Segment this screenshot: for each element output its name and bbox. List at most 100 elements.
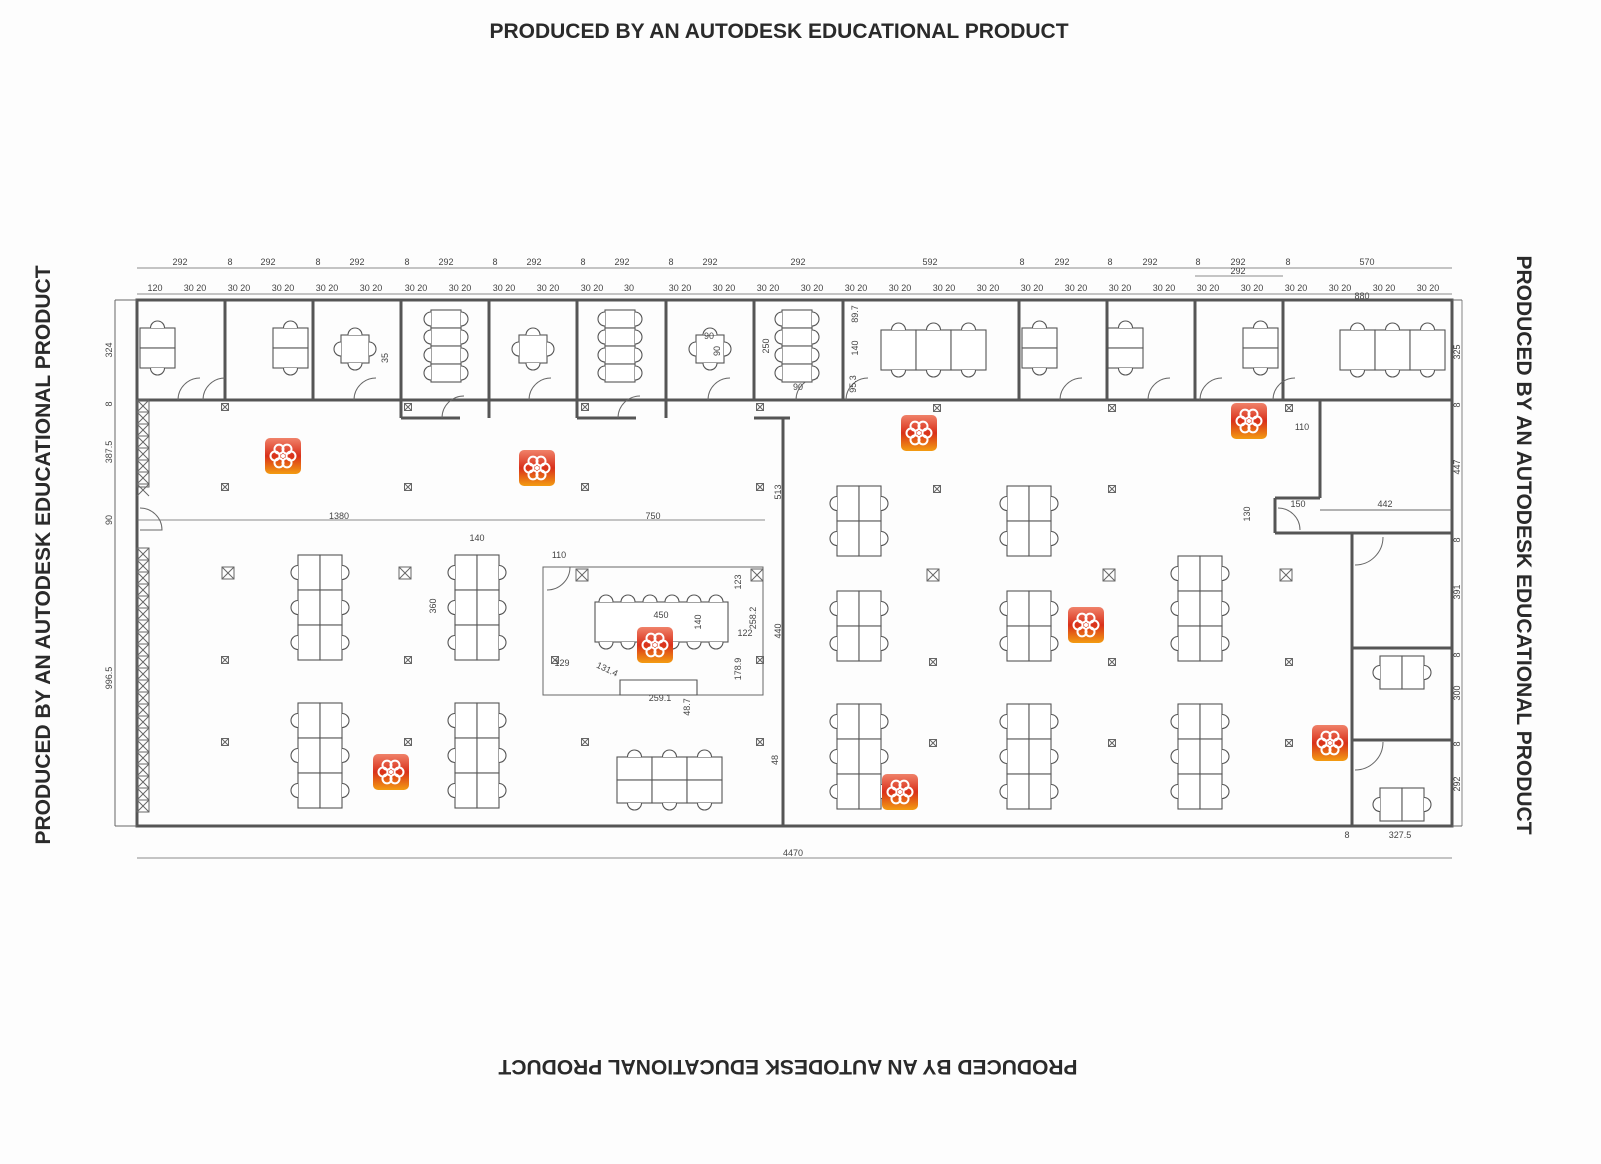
desk (1006, 625, 1030, 662)
flower-badge-icon[interactable] (1312, 725, 1348, 761)
desk (836, 703, 860, 740)
door-swing (707, 377, 731, 401)
door-swing (1354, 536, 1384, 566)
x (398, 566, 412, 580)
desk (1199, 625, 1223, 662)
chair (890, 322, 907, 331)
x (221, 566, 235, 580)
flower-badge-icon[interactable] (519, 450, 555, 486)
door-swing (617, 395, 641, 419)
dimension-label: 30 20 (493, 283, 516, 293)
desk (836, 485, 860, 522)
door-swing (1354, 741, 1384, 771)
ceiling-fixture-icon (929, 739, 937, 747)
x (756, 483, 764, 491)
dimension-label: 90 (793, 382, 803, 392)
lattice (136, 679, 150, 693)
desk (858, 485, 882, 522)
chair (1050, 713, 1059, 730)
chair (290, 782, 299, 799)
chair (447, 782, 456, 799)
dimension-label: 513 (773, 484, 783, 499)
door-swing (139, 507, 163, 531)
chair (960, 322, 977, 331)
dimension-label: 30 20 (360, 283, 383, 293)
desk (1006, 773, 1030, 810)
lattice (136, 607, 150, 621)
desk (836, 590, 860, 627)
chair (423, 365, 432, 381)
desk (476, 624, 500, 661)
flower-badge-icon[interactable] (1068, 607, 1104, 643)
watermark-left: PRODUCED BY AN AUTODESK EDUCATIONAL PROD… (32, 265, 55, 844)
chair (999, 635, 1008, 652)
lattice (136, 411, 150, 425)
dimension-label: 750 (645, 511, 660, 521)
dimension-label: 120 (147, 283, 162, 293)
chair (498, 634, 507, 651)
chair (664, 594, 680, 603)
chair (811, 311, 820, 327)
chair (880, 635, 889, 652)
desk (297, 702, 321, 739)
ceiling-fixture-icon (1279, 568, 1293, 582)
markers (265, 403, 1348, 810)
dimension-label: 30 20 (537, 283, 560, 293)
flower-badge-icon[interactable] (637, 627, 673, 663)
dimension-label: 8 (1019, 257, 1024, 267)
flower-badge-icon[interactable] (373, 754, 409, 790)
dimension-label: 996.5 (104, 667, 114, 690)
dimension-label: 178.9 (733, 658, 743, 681)
dimension-label: 8 (668, 257, 673, 267)
chair (341, 599, 350, 616)
desk (1021, 327, 1058, 349)
chair (460, 365, 469, 381)
flower-badge-icon[interactable] (265, 438, 301, 474)
chair (634, 365, 643, 381)
desk (430, 327, 462, 347)
dimension-label: 30 20 (581, 283, 604, 293)
desk (1374, 329, 1411, 371)
desk (319, 624, 343, 661)
door-swing (528, 377, 552, 401)
lattice (136, 583, 150, 597)
dimension-label: 8 (104, 401, 114, 406)
lattice (136, 787, 150, 801)
flower-badge-icon[interactable] (1231, 403, 1267, 439)
desk (604, 327, 636, 347)
flower-badge-icon[interactable] (901, 415, 937, 451)
lattice (136, 703, 150, 717)
dimension-label: 8 (315, 257, 320, 267)
chair (708, 641, 724, 650)
chair (290, 564, 299, 581)
chair (498, 712, 507, 729)
desk (1107, 347, 1144, 369)
ceiling-fixture-icon (221, 656, 229, 664)
dimension-label: 30 20 (1241, 283, 1264, 293)
desk (476, 554, 500, 591)
lattice (136, 739, 150, 753)
flower-badge-icon[interactable] (882, 774, 918, 810)
desk (430, 363, 462, 383)
desk (319, 702, 343, 739)
dimension-label: 30 20 (184, 283, 207, 293)
chair (925, 322, 942, 331)
desk (858, 590, 882, 627)
ceiling-fixture-icon (581, 403, 589, 411)
dimension-label: 30 20 (316, 283, 339, 293)
dimension-label: 292 (349, 257, 364, 267)
chair (999, 600, 1008, 617)
chair (460, 329, 469, 345)
chair (774, 365, 783, 381)
desk (1028, 738, 1052, 775)
x (404, 738, 412, 746)
x (1102, 568, 1116, 582)
chair (1170, 600, 1179, 617)
dimension-label: 8 (1344, 830, 1349, 840)
dimension-label: 90 (712, 346, 722, 356)
dimension-label: 447 (1452, 459, 1462, 474)
desk (454, 589, 478, 626)
dimension-label: 48 (770, 755, 780, 765)
chair (1419, 322, 1436, 331)
